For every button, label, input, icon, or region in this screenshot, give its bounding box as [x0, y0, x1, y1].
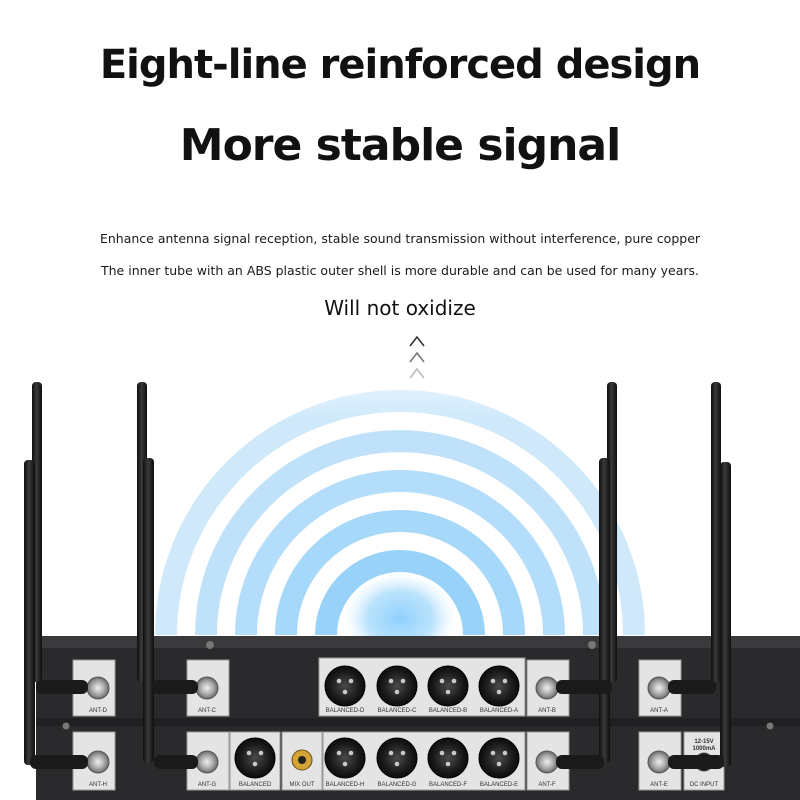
label-ant-b: ANT-B: [538, 708, 556, 714]
wave-arc-3: [235, 470, 565, 636]
antenna: [143, 458, 154, 763]
antenna: [711, 382, 721, 682]
label-balanced-d: BALANCED-D: [326, 708, 365, 714]
headline-line-2: More stable signal: [179, 120, 621, 171]
wave-arc-4: [195, 430, 605, 636]
description-line-1: Enhance antenna signal reception, stable…: [99, 231, 701, 246]
bnc-connectors: [86, 676, 671, 774]
label-balanced-c: BALANCED-C: [378, 708, 417, 714]
label-balanced-e: BALANCED-E: [480, 782, 518, 788]
label-ant-a: ANT-A: [650, 708, 668, 714]
description-line-2: The inner tube with an ABS plastic outer…: [101, 263, 699, 278]
label-ant-e: ANT-E: [650, 782, 668, 788]
screw: [206, 641, 214, 649]
antenna: [599, 458, 610, 763]
description-line-3: Will not oxidize: [324, 296, 476, 320]
label-balanced-b: BALANCED-B: [429, 708, 467, 714]
label-dc-input: DC INPUT: [690, 782, 719, 788]
label-balanced-f: BALANCED-F: [429, 782, 467, 788]
label-ant-c: ANT-C: [198, 708, 217, 714]
wave-arc-2: [275, 510, 525, 636]
label-balanced-g: BALANCED-G: [377, 782, 416, 788]
up-arrows-icon: [409, 335, 425, 379]
xlr-connectors-top: [324, 665, 520, 707]
label-balanced-a: BALANCED-A: [480, 708, 518, 714]
antenna-elbows: [30, 680, 724, 769]
xlr-connectors-bottom: [234, 737, 520, 779]
headline-line-1: Eight-line reinforced design: [99, 42, 701, 88]
label-ant-h: ANT-H: [89, 782, 107, 788]
label-ant-g: ANT-G: [198, 782, 217, 788]
label-power-spec-2: 1000mA: [692, 746, 716, 752]
antenna: [720, 462, 731, 767]
wave-arc-1: [315, 550, 485, 636]
antenna: [24, 460, 35, 765]
label-power-spec-1: 12-15V: [694, 739, 713, 745]
screw: [588, 641, 596, 649]
label-ant-f: ANT-F: [538, 782, 556, 788]
label-balanced: BALANCED: [239, 782, 272, 788]
label-ant-d: ANT-D: [89, 708, 108, 714]
label-balanced-h: BALANCED-H: [326, 782, 365, 788]
label-mix-out: MIX OUT: [290, 782, 315, 788]
